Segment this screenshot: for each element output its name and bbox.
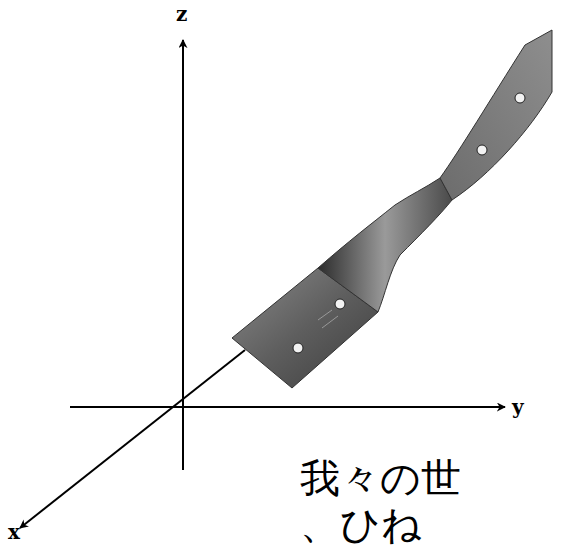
caption-text: 、ひね: [300, 501, 422, 546]
axis-label: x: [8, 520, 20, 544]
z-axis: [182, 40, 184, 470]
x-axis: [20, 350, 245, 528]
caption-text: 、ひね: [300, 504, 422, 544]
caption-text: 我々の世: [300, 455, 461, 501]
axis-label: x: [8, 522, 20, 542]
axis-label: y: [512, 397, 524, 417]
caption-text: 我々の世: [300, 458, 461, 498]
axis-label: z: [176, 2, 187, 26]
axis-label: y: [512, 395, 524, 419]
y-axis: [70, 406, 505, 408]
twisted-strip: [232, 30, 552, 388]
axis-label: z: [176, 4, 187, 24]
